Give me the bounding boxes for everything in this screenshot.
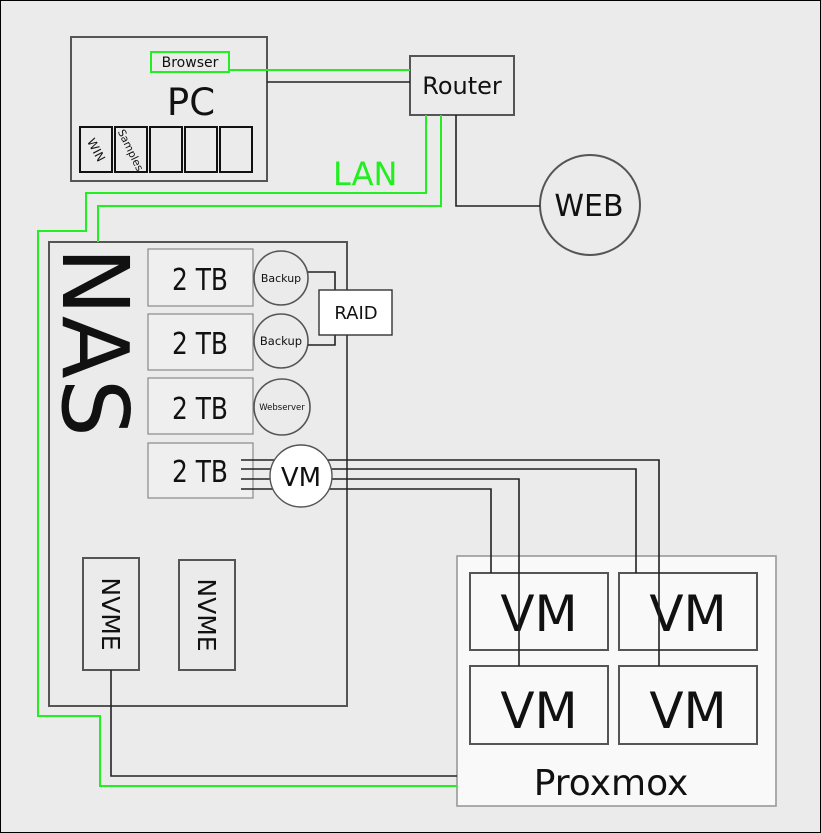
drive-box [147, 442, 254, 499]
drive-capacity: 2 TB [172, 392, 228, 427]
drive-box [147, 248, 254, 307]
web-circle [539, 154, 641, 256]
drive-role: Backup [260, 334, 302, 348]
wire-router-web [455, 115, 540, 207]
web-label: WEB [554, 189, 623, 224]
vm-label: VM [500, 682, 577, 740]
proxmox-node: VM VM VM VM Proxmox [456, 555, 777, 807]
browser-box [150, 51, 230, 73]
pc-slot [114, 126, 148, 173]
drive-capacity: 2 TB [172, 327, 228, 362]
pc-label: PC [167, 81, 215, 124]
lan-wire-router-proxmox [37, 115, 457, 787]
router-label: Router [422, 72, 502, 100]
drive-role: Webserver [259, 403, 305, 413]
vm-circle-label: VM [281, 463, 321, 493]
lan-label: LAN [333, 155, 397, 193]
pc-slot [219, 126, 253, 173]
vm-circle [269, 444, 333, 508]
nvme-box [178, 559, 236, 671]
vm-box [469, 572, 609, 651]
nvme-label: NVME [192, 578, 221, 651]
raid-wire [308, 271, 336, 291]
backup-circle [253, 250, 309, 306]
drive-box [147, 377, 254, 435]
raid-wire [308, 334, 336, 346]
nvme-box [82, 557, 140, 671]
nas-label: NAS [41, 247, 148, 437]
vm-box [618, 665, 758, 745]
vm-label: VM [500, 585, 577, 643]
drive-box [147, 313, 254, 371]
vm-label: VM [649, 585, 726, 643]
web-node: WEB [539, 154, 641, 256]
pc-slot [79, 126, 113, 173]
router-node: Router [409, 55, 515, 116]
vm-box [469, 665, 609, 745]
wire-nvme-proxmox [110, 670, 457, 777]
vm-storage-wire [241, 468, 637, 573]
lan-wire-router-nas [97, 115, 442, 242]
browser-label: Browser [162, 55, 219, 71]
drive-capacity: 2 TB [172, 455, 228, 490]
vm-label: VM [649, 682, 726, 740]
drive-role: Backup [261, 272, 301, 285]
nvme-label: NVME [96, 577, 125, 650]
vm-box [618, 572, 758, 651]
drive-capacity: 2 TB [172, 263, 228, 298]
nas-node: NAS 2 TB 2 TB 2 TB 2 TB Backup Backup We… [41, 241, 393, 707]
raid-label: RAID [334, 303, 377, 324]
vm-storage-wire [241, 459, 660, 666]
raid-box [318, 289, 393, 336]
backup-circle [253, 313, 309, 369]
vm-storage-wire [241, 478, 520, 666]
webserver-circle [253, 378, 311, 436]
pc-slot [184, 126, 218, 173]
router-box [409, 55, 515, 116]
pc-node: Browser PC WIN Samples [70, 36, 268, 182]
proxmox-label: Proxmox [534, 763, 689, 804]
pc-slot [149, 126, 183, 173]
